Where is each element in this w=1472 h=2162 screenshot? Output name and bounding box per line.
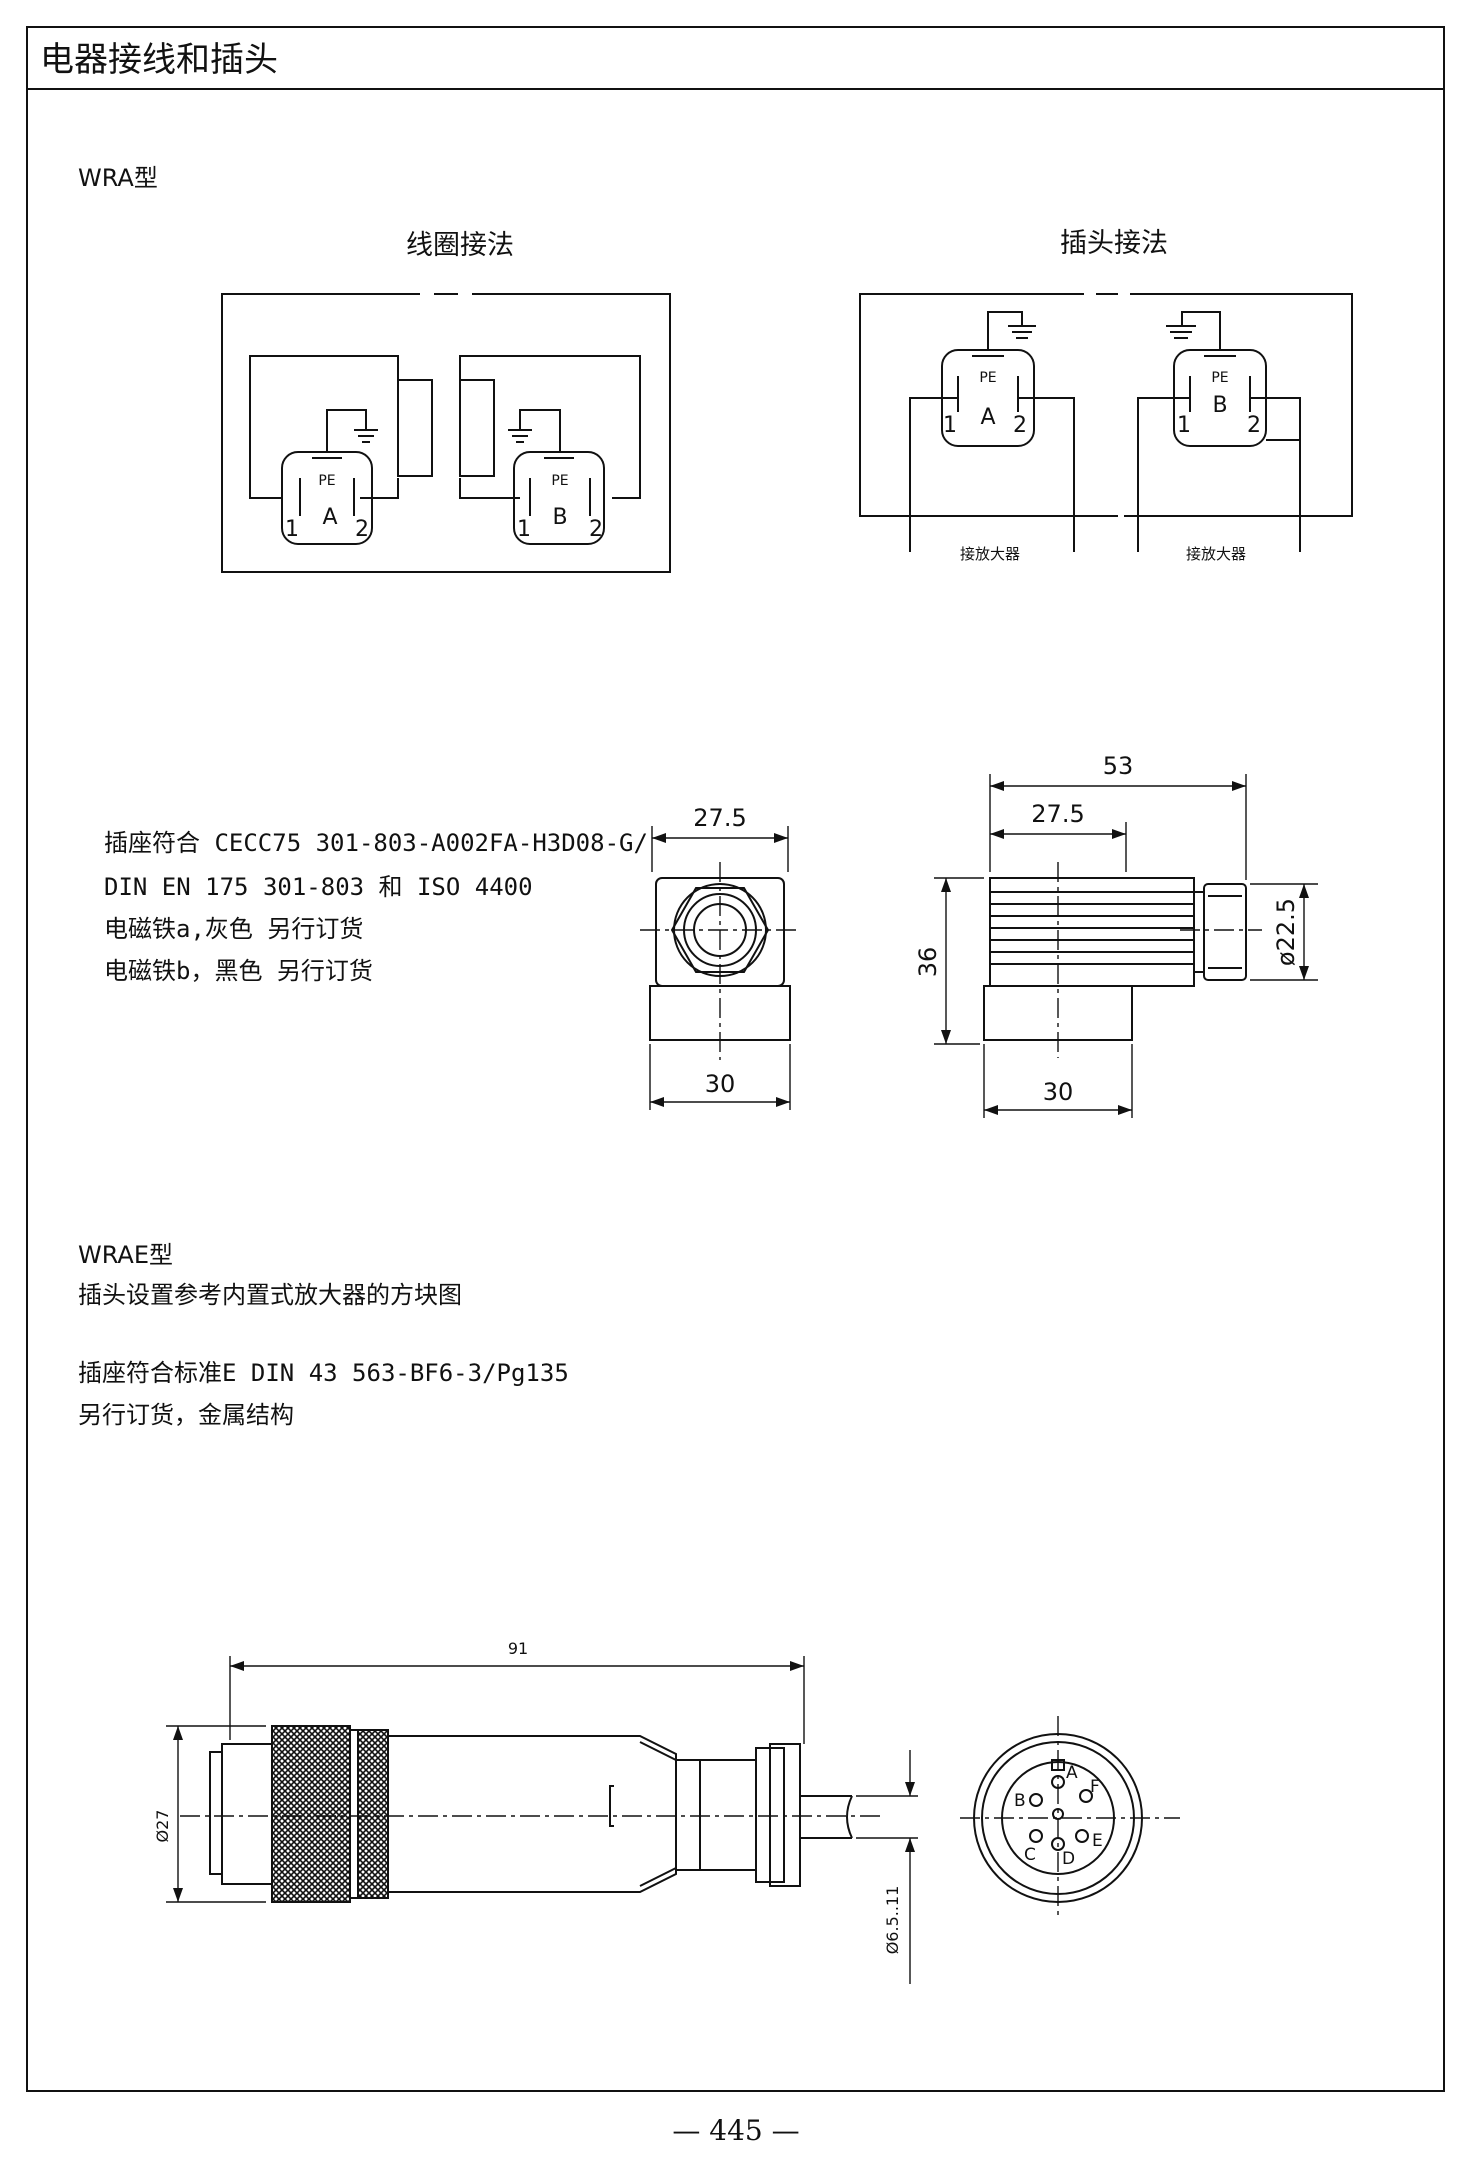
amp-label-b: 接放大器 xyxy=(1186,545,1246,563)
pin-a-label: A xyxy=(1066,1763,1078,1783)
side-top-dim: 27.5 xyxy=(1031,800,1084,828)
side-dia-dim: ø22.5 xyxy=(1272,898,1300,966)
page-number: — 445 — xyxy=(672,2114,800,2147)
wrae-dia-dim: Ø27 xyxy=(153,1810,172,1843)
svg-text:A: A xyxy=(980,405,995,430)
wiring-diagrams: PE PE PE PE 1 A 2 1 B 2 1 A 2 1 B 2 接放大器… xyxy=(221,293,1353,573)
svg-text:2: 2 xyxy=(355,517,369,542)
svg-text:A: A xyxy=(322,505,337,530)
svg-text:B: B xyxy=(552,505,567,530)
wra-heading: WRA型 xyxy=(78,164,158,192)
svg-text:2: 2 xyxy=(589,517,603,542)
pin-d-label: D xyxy=(1062,1849,1075,1869)
pin-c-label: C xyxy=(1024,1845,1036,1865)
wrae-connector-drawings: 91 Ø27 Ø6.5..11 A B C D E F xyxy=(153,1639,1180,1984)
svg-text:1: 1 xyxy=(285,517,299,542)
header-rule xyxy=(26,88,1445,90)
pin-e-label: E xyxy=(1092,1831,1103,1851)
svg-text:2: 2 xyxy=(1013,413,1027,438)
wrae-line-2: 插座符合标准E DIN 43 563-BF6-3/Pg135 xyxy=(78,1359,569,1387)
plug-a-pe: PE xyxy=(979,370,996,386)
coil-plug-b-pe: PE xyxy=(551,473,568,489)
front-top-dim: 27.5 xyxy=(693,804,746,832)
coil-plug-a-pe: PE xyxy=(318,473,335,489)
svg-text:B: B xyxy=(1212,393,1227,418)
svg-text:1: 1 xyxy=(1177,413,1191,438)
side-bottom-dim: 30 xyxy=(1043,1078,1074,1106)
amp-label-a: 接放大器 xyxy=(960,545,1020,563)
spec-line-2: DIN EN 175 301-803 和 ISO 4400 xyxy=(104,873,533,901)
page-title: 电器接线和插头 xyxy=(40,40,278,80)
plug-dimension-drawings: 27.5 30 53 27.5 30 36 ø22.5 xyxy=(640,752,1318,1118)
plug-wiring-caption: 插头接法 xyxy=(1060,228,1168,259)
wrae-line-1: 插头设置参考内置式放大器的方块图 xyxy=(78,1281,462,1309)
coil-wiring-caption: 线圈接法 xyxy=(406,230,514,261)
spec-line-3: 电磁铁a,灰色 另行订货 xyxy=(104,915,364,943)
front-bottom-dim: 30 xyxy=(705,1070,736,1098)
side-overall-dim: 53 xyxy=(1103,752,1134,780)
wrae-heading: WRAE型 xyxy=(78,1241,174,1269)
side-height-dim: 36 xyxy=(914,947,942,978)
svg-text:1: 1 xyxy=(517,517,531,542)
svg-text:1: 1 xyxy=(943,413,957,438)
wrae-line-3: 另行订货，金属结构 xyxy=(78,1401,294,1429)
plug-b-pe: PE xyxy=(1211,370,1228,386)
page-frame xyxy=(26,26,1445,2092)
pin-b-label: B xyxy=(1014,1791,1026,1811)
pin-f-label: F xyxy=(1090,1777,1100,1797)
wrae-length-dim: 91 xyxy=(508,1639,528,1658)
spec-line-4: 电磁铁b，黑色 另行订货 xyxy=(104,957,373,985)
wrae-cable-dim: Ø6.5..11 xyxy=(883,1886,902,1955)
svg-text:2: 2 xyxy=(1247,413,1261,438)
spec-line-1: 插座符合 CECC75 301-803-A002FA-H3D08-G/ xyxy=(104,829,648,857)
